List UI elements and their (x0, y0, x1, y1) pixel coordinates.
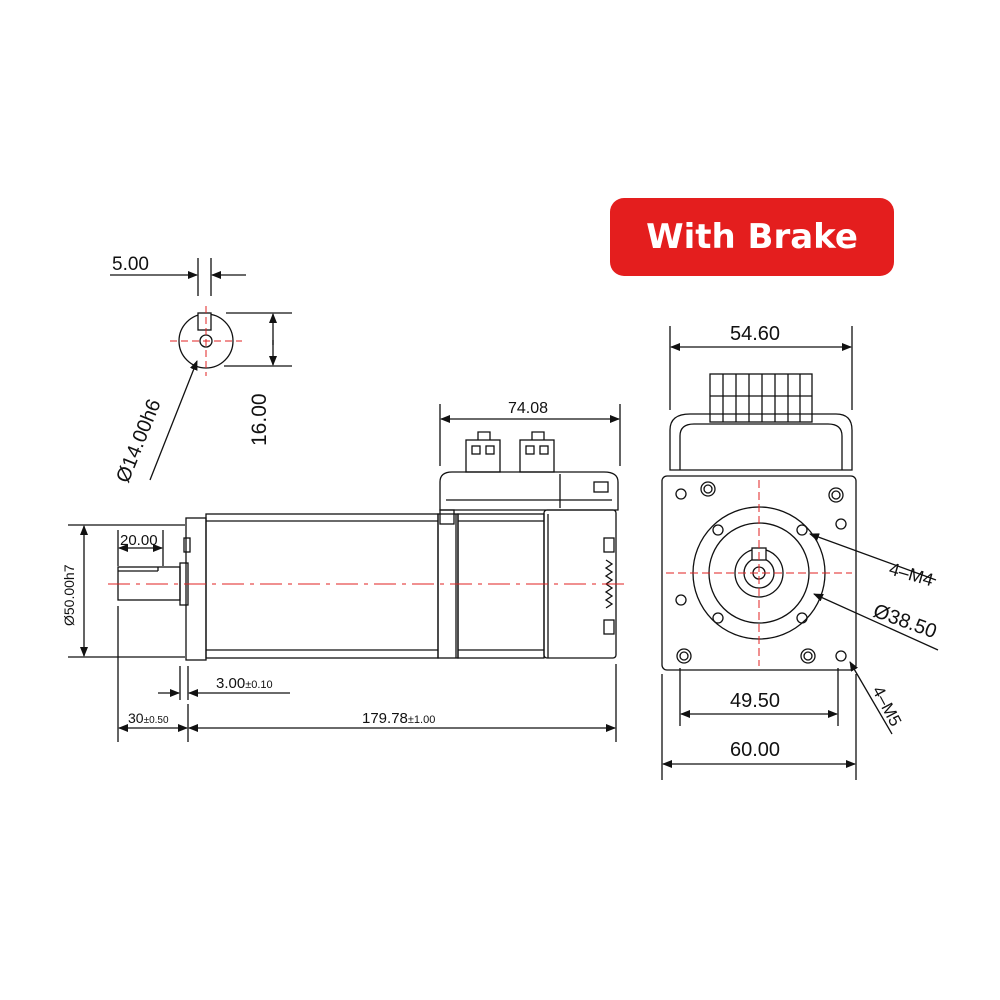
dim-shaft-total: 30±0.50 (128, 710, 169, 726)
dim-pilot-depth-tol: ±0.10 (245, 679, 272, 691)
brake-body (457, 513, 545, 659)
dim-body-length-tol: ±1.00 (408, 714, 435, 726)
with-brake-badge: With Brake (610, 198, 894, 276)
front-flange (661, 475, 857, 671)
brake-ring (437, 513, 459, 659)
dim-pilot-depth-main: 3.00 (216, 675, 245, 692)
dim-mount-holes: 4–M5 (868, 683, 905, 729)
signal-connector (519, 439, 555, 473)
m4-tapped-holes (675, 488, 847, 662)
dim-connector-length: 74.08 (508, 400, 548, 417)
motor-front-view (661, 326, 939, 780)
dim-bolt-circle: Ø38.50 (870, 600, 939, 643)
dim-shaft-length: 20.00 (120, 532, 158, 549)
motor-side-view (68, 404, 628, 742)
connector-cover (439, 471, 619, 511)
dim-body-length-main: 179.78 (362, 710, 408, 727)
dim-flange-size: 60.00 (730, 739, 780, 761)
dim-shaft-total-main: 30 (128, 710, 144, 726)
dim-body-length: 179.78±1.00 (362, 710, 435, 727)
dim-mount-hole-pitch: 49.50 (730, 690, 780, 712)
dim-tapped-holes: 4–M4 (887, 559, 936, 591)
dim-key-height: 16.00 (248, 393, 271, 446)
shaft-section-view (110, 258, 292, 481)
dim-key-width: 5.00 (112, 254, 149, 275)
key-slot (197, 312, 212, 331)
flange-plate (185, 517, 207, 661)
dim-pilot-diameter: Ø50.00h7 (61, 564, 77, 626)
terminal-block (709, 373, 813, 423)
dim-pilot-depth: 3.00±0.10 (216, 675, 273, 692)
motor-body (205, 513, 439, 659)
m5-mount-holes (676, 481, 844, 664)
front-connector-cover (669, 413, 853, 471)
dim-shaft-total-tol: ±0.50 (144, 715, 169, 726)
power-connector (465, 439, 501, 473)
dim-flange-width-top: 54.60 (730, 323, 780, 345)
dim-shaft-diameter: Ø14.00h6 (112, 396, 165, 486)
